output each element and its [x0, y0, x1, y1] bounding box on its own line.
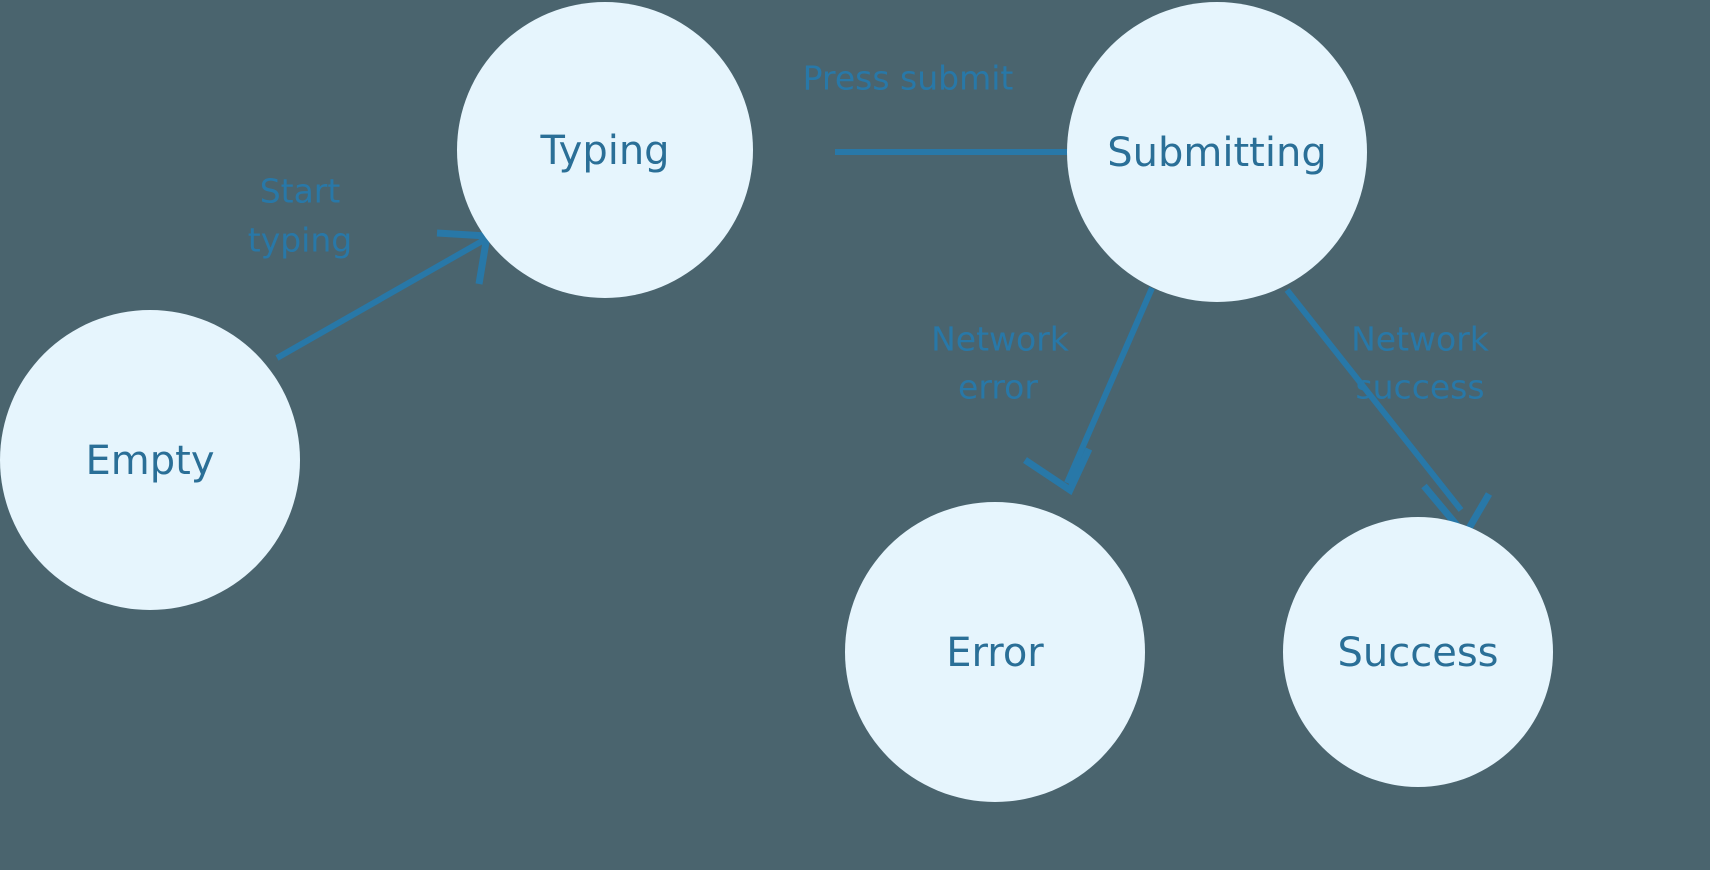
node-empty[interactable]: Empty — [0, 310, 300, 610]
edge-submitting-to-error-line — [1064, 286, 1155, 485]
node-success-circle — [1283, 517, 1553, 787]
node-error[interactable]: Error — [845, 502, 1145, 802]
edge-submitting-to-success-line — [1284, 288, 1464, 512]
edge-label-submitting-to-error: Network error — [931, 320, 1070, 407]
node-submitting-circle — [1067, 2, 1367, 302]
edge-label-network-error-line1: Network — [931, 320, 1070, 359]
node-submitting-label: Submitting — [1107, 130, 1326, 176]
edge-label-network-success-line1: Network — [1351, 320, 1490, 359]
edge-label-submitting-to-success: Network success — [1351, 320, 1490, 407]
edge-label-network-error-line2: error — [958, 368, 1038, 407]
node-typing[interactable]: Typing — [457, 2, 753, 298]
node-success[interactable]: Success — [1283, 517, 1553, 787]
node-success-label: Success — [1337, 630, 1498, 676]
edge-label-network-success-line2: success — [1355, 368, 1484, 407]
node-submitting[interactable]: Submitting — [1067, 2, 1367, 302]
edge-submitting-to-error[interactable] — [1023, 286, 1155, 496]
edge-submitting-to-error-arrowhead — [1023, 447, 1093, 496]
edge-empty-to-typing-line — [275, 237, 486, 361]
edge-label-empty-to-typing: Start typing — [248, 172, 352, 260]
node-typing-label: Typing — [539, 128, 669, 174]
node-empty-label: Empty — [86, 438, 215, 484]
edge-label-start-typing-line2: typing — [248, 221, 352, 260]
node-typing-circle — [457, 2, 753, 298]
node-error-circle — [845, 502, 1145, 802]
edge-label-typing-to-submitting: Press submit — [803, 59, 1014, 98]
node-error-label: Error — [946, 630, 1044, 676]
edge-label-press-submit-line1: Press submit — [803, 59, 1014, 98]
edge-label-start-typing-line1: Start — [260, 172, 341, 211]
node-empty-circle — [0, 310, 300, 610]
